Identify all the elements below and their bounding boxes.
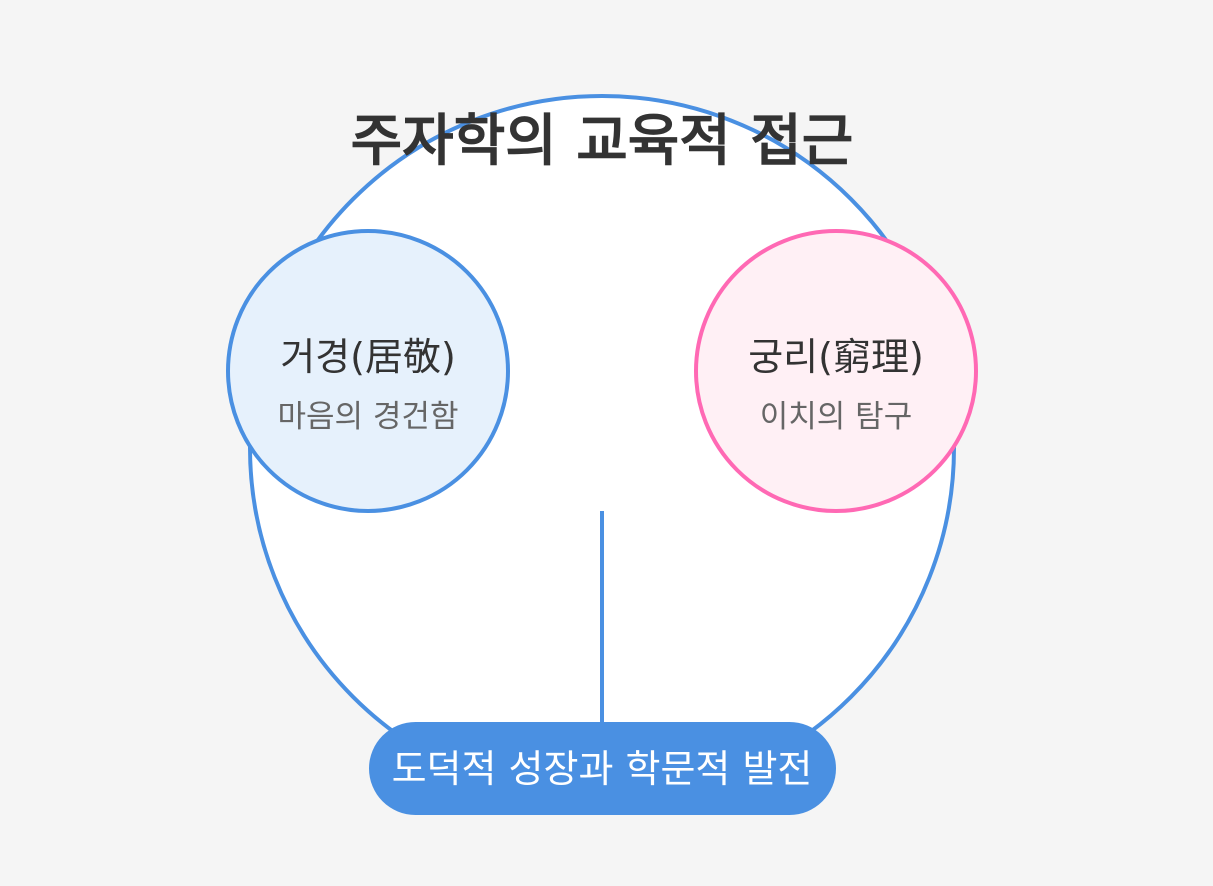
outcome-node: 도덕적 성장과 학문적 발전 (369, 722, 836, 815)
left-node: 거경(居敬) 마음의 경건함 (226, 229, 510, 513)
left-node-sublabel: 마음의 경건함 (278, 399, 459, 435)
outcome-label: 도덕적 성장과 학문적 발전 (392, 747, 813, 791)
left-node-label: 거경(居敬) (280, 335, 456, 379)
outcome-pill (369, 722, 836, 815)
right-node: 궁리(窮理) 이치의 탐구 (694, 229, 978, 513)
right-node-circle (694, 229, 978, 513)
right-node-label: 궁리(窮理) (748, 335, 924, 379)
diagram-title: 주자학의 교육적 접근 (351, 109, 854, 174)
right-node-sublabel: 이치의 탐구 (760, 399, 912, 435)
left-node-circle (226, 229, 510, 513)
